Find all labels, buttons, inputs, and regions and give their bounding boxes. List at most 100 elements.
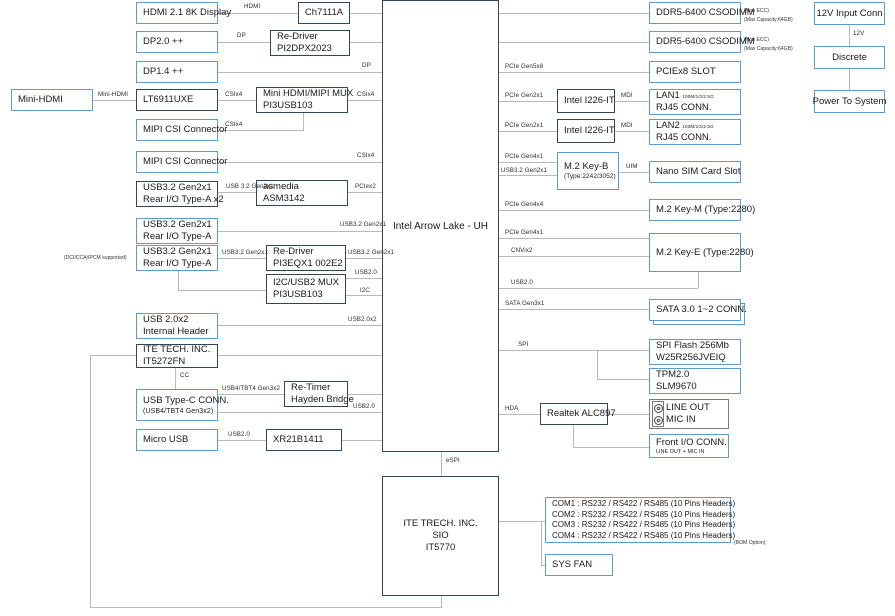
line-usb-rear1-cpu	[218, 231, 382, 232]
usb2-internal-header-box[interactable]: USB 2.0x2 Internal Header	[136, 313, 218, 339]
bus-label-usb20-f: USB2.0	[353, 403, 375, 410]
intel-i226-it-1-box[interactable]: Intel I226-IT	[557, 89, 615, 113]
dp20-label: DP2.0 ++	[143, 36, 184, 47]
line-cpu-sata	[499, 309, 649, 310]
m2-key-m-box[interactable]: M.2 Key-M (Type:2280)	[649, 199, 755, 221]
line-cpu-m2keye-pcie	[499, 238, 649, 239]
lan1-speed: 100M/1G/2.5G	[682, 94, 714, 99]
dp14-label: DP1.4 ++	[143, 66, 184, 77]
dp20-box[interactable]: DP2.0 ++	[136, 31, 218, 53]
mipi-csi-connector-2-box[interactable]: MIPI CSI Connector	[136, 151, 227, 173]
micro-usb-box[interactable]: Micro USB	[136, 429, 218, 451]
line-sio-branch-v	[541, 521, 542, 565]
line-out-label: LINE OUT	[666, 402, 710, 413]
asmedia-asm3142-box[interactable]: asmedia ASM3142	[256, 180, 348, 206]
i2c-mux-line2: PI3USB103	[273, 289, 323, 300]
line-redriver-cpu	[350, 42, 382, 43]
lan1-label: LAN1	[656, 90, 680, 101]
micro-usb-label: Micro USB	[143, 434, 189, 445]
hdmi-display-label: HDMI 2.1 8K Display	[143, 7, 232, 18]
cpu-block[interactable]: Intel Arrow Lake - UH	[382, 0, 499, 452]
retimer-hayden-bridge-box[interactable]: Re-Timer Hayden Bridge	[284, 381, 354, 407]
mipi-csi-connector-1-box[interactable]: MIPI CSI Connector	[136, 119, 228, 141]
hdmi-display-box[interactable]: HDMI 2.1 8K Display	[136, 2, 232, 24]
bus-label-usb20-e: USB2.0	[355, 269, 377, 276]
line-i226-2-lan2	[615, 131, 649, 132]
bus-label-cc: CC	[180, 372, 190, 379]
lan2-rj45-box[interactable]: LAN2 100M/1G/2.5G RJ45 CONN.	[649, 119, 741, 145]
line-alc897-frontio	[573, 447, 649, 448]
usb-typec-conn-box[interactable]: USB Type-C CONN. (USB4/TBT4 Gen3x2)	[136, 389, 229, 421]
i226-1-label: Intel I226-IT	[564, 95, 615, 106]
line-out-jack-icon	[653, 403, 663, 413]
line-alc897-audio	[608, 414, 649, 415]
m2-keyb-line1: M.2 Key-B	[564, 161, 609, 172]
line-i2cmux-i2c	[346, 295, 382, 296]
ite-it5272fn-box[interactable]: ITE TECH. INC. IT5272FN	[136, 344, 218, 368]
sio-line1: ITE TRECH. INC.	[403, 518, 478, 529]
bus-label-pcie-gen4x1-a: PCIe Gen4x1	[505, 153, 544, 160]
com-ports-box[interactable]: COM1 : RS232 / RS422 / RS485 (10 Pins He…	[545, 497, 736, 543]
nano-sim-card-slot-box[interactable]: Nano SIM Card Slot	[649, 161, 741, 183]
sio-line3: IT5770	[425, 542, 456, 553]
sys-fan-box[interactable]: SYS FAN	[545, 554, 613, 576]
usb-rear-typea-1-box[interactable]: USB3.2 Gen2x1 Rear I/O Type-A	[136, 218, 218, 244]
bus-label-usb32-d: USB3.2 Gen2x1	[348, 249, 395, 256]
bus-label-csi-c: CSIx4	[225, 121, 243, 128]
line-usb-rear2-down	[178, 258, 179, 290]
i226-2-label: Intel I226-IT	[564, 125, 615, 136]
power-to-system-box[interactable]: Power To System	[813, 90, 886, 113]
ch7111a-box[interactable]: Ch7111A	[298, 2, 350, 24]
front-io-conn-box[interactable]: Front I/O CONN. LINE OUT + MIC IN	[649, 434, 729, 458]
redriver-pi3eqx1-box[interactable]: Re-Driver PI3EQX1 002E2	[266, 245, 346, 271]
mipi-csi-1-label: MIPI CSI Connector	[143, 124, 228, 135]
intel-i226-it-2-box[interactable]: Intel I226-IT	[557, 119, 615, 143]
pcie-x8-slot-box[interactable]: PCIEx8 SLOT	[649, 61, 741, 83]
tpm-line2: SLM9670	[656, 381, 697, 392]
spi-flash-line1: SPI Flash 256Mb	[656, 340, 729, 351]
redriver-pi2dpx2023-box[interactable]: Re-Driver PI2DPX2023	[270, 30, 350, 56]
audio-jacks-box[interactable]: LINE OUT MIC IN	[649, 399, 729, 429]
bus-label-csi-d: CSIx4	[357, 152, 375, 159]
usb-rear-typea-x2-box[interactable]: USB3.2 Gen2x1 Rear I/O Type-A x2	[136, 181, 224, 207]
line-bottom-loop-h	[90, 607, 442, 608]
lan1-line2: RJ45 CONN.	[656, 102, 712, 113]
mini-hdmi-box[interactable]: Mini-HDMI	[11, 89, 93, 111]
bus-label-dp-a: DP	[237, 32, 246, 39]
dp14-box[interactable]: DP1.4 ++	[136, 61, 218, 83]
line-usb-rear2-redriver	[218, 258, 266, 259]
discrete-box[interactable]: Discrete	[814, 46, 885, 69]
realtek-alc897-box[interactable]: Realtek ALC897	[540, 403, 616, 425]
m2-key-b-box[interactable]: M.2 Key-B (Type:2242/3052)	[557, 152, 619, 190]
line-sio-bottom	[441, 596, 442, 607]
line-m2keye-usb20-v	[698, 272, 699, 288]
retimer-line1: Re-Timer	[291, 382, 331, 393]
line-usb-asmedia	[218, 192, 256, 193]
ddr5-csodimm-1-box[interactable]: DDR5-6400 CSODIMM	[649, 2, 755, 24]
lan2-label: LAN2	[656, 120, 680, 131]
line-cc	[175, 368, 176, 390]
mux-mipi-line1: Mini HDMI/MIPI MUX	[263, 88, 354, 99]
i2c-usb2-mux-box[interactable]: I2C/USB2 MUX PI3USB103	[266, 274, 346, 304]
line-cpu-ddr1	[499, 13, 649, 14]
line-dp14-cpu	[218, 72, 382, 73]
bus-label-espi: eSPI	[446, 457, 460, 464]
12v-rail-label: 12V	[853, 30, 865, 37]
lan1-rj45-box[interactable]: LAN1 100M/1G/2.5G RJ45 CONN.	[649, 89, 741, 115]
com2-label: COM2 : RS232 / RS422 / RS485 (10 Pins He…	[552, 509, 736, 519]
line-redriverusb-cpu	[346, 258, 382, 259]
ddr5-csodimm-2-box[interactable]: DDR5-6400 CSODIMM	[649, 31, 755, 53]
tpm-line1: TPM2.0	[656, 369, 690, 380]
sata-3-conn-box[interactable]: SATA 3.0 1~2 CONN.	[649, 299, 747, 321]
12v-input-conn-box[interactable]: 12V Input Conn	[814, 2, 885, 25]
sio-block[interactable]: ITE TRECH. INC. SIO IT5770	[382, 476, 499, 596]
mini-hdmi-mipi-mux-box[interactable]: Mini HDMI/MIPI MUX PI3USB103	[256, 87, 354, 113]
line-mipi1-mux	[218, 130, 304, 131]
tpm2-slm9670-box[interactable]: TPM2.0 SLM9670	[649, 368, 741, 394]
ch7111a-label: Ch7111A	[304, 7, 344, 18]
xr21b1411-box[interactable]: XR21B1411	[266, 429, 342, 451]
usb-rear-typea-2-box[interactable]: USB3.2 Gen2x1 Rear I/O Type-A	[136, 245, 218, 271]
spi-flash-box[interactable]: SPI Flash 256Mb W25R256JVEIQ	[649, 339, 741, 365]
m2-key-e-box[interactable]: M.2 Key-E (Type:2280)	[649, 233, 754, 272]
lt6911uxe-box[interactable]: LT6911UXE	[136, 89, 218, 111]
